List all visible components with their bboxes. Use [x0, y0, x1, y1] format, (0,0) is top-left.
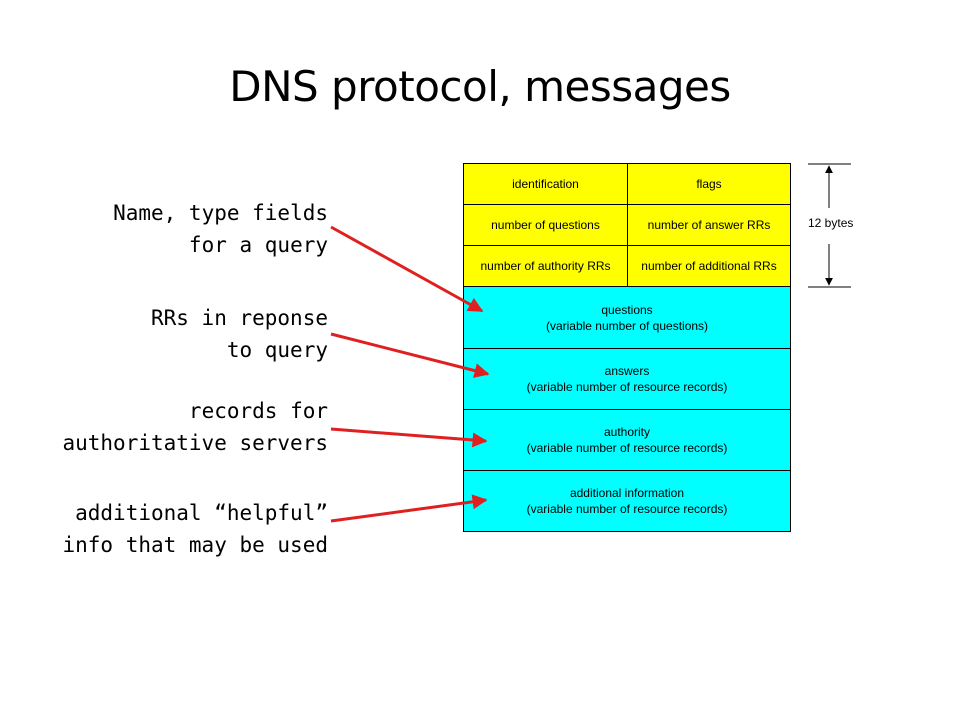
query-label: Name, type fields for a query — [113, 197, 328, 261]
authority-label-line-1: records for — [188, 399, 328, 423]
authority-section: authority (variable number of resource r… — [463, 409, 791, 471]
flags-field-text: flags — [696, 177, 722, 191]
answers-label-line-2: to query — [226, 338, 328, 362]
answers-section-desc: (variable number of resource records) — [526, 380, 728, 394]
authority-label-line-2: authoritative servers — [62, 431, 328, 455]
num-additional-rrs-field-text: number of additional RRs — [641, 259, 777, 273]
questions-section-title: questions — [601, 302, 653, 317]
questions-section: questions (variable number of questions) — [463, 286, 791, 349]
num-authority-rrs-field: number of authority RRs — [463, 245, 628, 287]
answers-label: RRs in reponse to query — [151, 302, 328, 366]
identification-field-text: identification — [512, 177, 579, 191]
num-questions-field-text: number of questions — [491, 218, 600, 232]
additional-label-line-1: additional “helpful” — [75, 501, 328, 525]
answers-section-title: answers — [604, 364, 650, 378]
authority-label: records for authoritative servers — [62, 395, 328, 459]
additional-section-desc: (variable number of resource records) — [526, 502, 728, 516]
additional-section-title: additional information — [569, 486, 685, 500]
authority-section-title: authority — [603, 425, 651, 439]
num-answer-rrs-field: number of answer RRs — [627, 204, 791, 246]
questions-section-desc: (variable number of questions) — [545, 318, 709, 333]
num-questions-field: number of questions — [463, 204, 628, 246]
flags-field: flags — [627, 163, 791, 205]
answers-arrow — [330, 332, 490, 378]
query-label-line-2: for a query — [188, 233, 328, 257]
authority-section-desc: (variable number of resource records) — [526, 441, 728, 455]
num-authority-rrs-field-text: number of authority RRs — [480, 259, 611, 273]
additional-label: additional “helpful” info that may be us… — [62, 497, 328, 561]
num-answer-rrs-field-text: number of answer RRs — [647, 218, 771, 232]
slide-title: DNS protocol, messages — [229, 62, 731, 111]
additional-arrow — [330, 494, 488, 523]
query-label-line-1: Name, type fields — [113, 201, 328, 225]
header-size-label: 12 bytes — [808, 216, 854, 230]
authority-arrow — [330, 427, 488, 448]
additional-label-line-2: info that may be used — [62, 533, 328, 557]
num-additional-rrs-field: number of additional RRs — [627, 245, 791, 287]
answers-label-line-1: RRs in reponse — [150, 306, 328, 330]
additional-section: additional information (variable number … — [463, 470, 791, 532]
query-arrow — [330, 225, 484, 313]
